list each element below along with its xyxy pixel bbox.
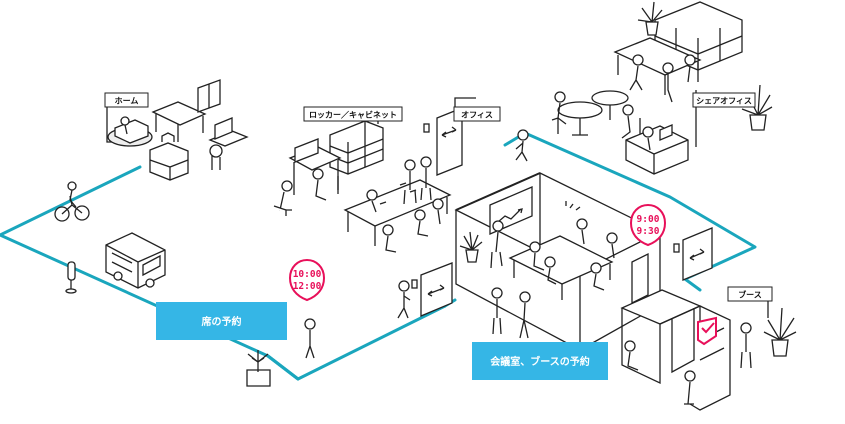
meeting-room: [454, 172, 662, 352]
svg-text:12:00: 12:00: [293, 281, 322, 292]
room-door-right: [673, 227, 713, 281]
home-area: [106, 79, 249, 181]
label-shared-office: シェアオフィス: [692, 92, 756, 108]
svg-text:10:00: 10:00: [293, 269, 322, 280]
svg-text:ホーム: ホーム: [115, 97, 139, 106]
svg-text:オフィス: オフィス: [461, 111, 493, 120]
label-booth: ブース: [727, 286, 773, 302]
lobby-area: [246, 262, 531, 387]
bus-figure: [105, 232, 166, 289]
booth-reserved-check-icon: [697, 316, 717, 346]
locker-area: [273, 112, 384, 216]
shared-office-area: [551, 1, 773, 175]
time-pin-meeting-room: 9:00 9:30: [629, 203, 667, 247]
label-locker: ロッカー／キャビネット: [303, 106, 403, 122]
svg-text:席の予約: 席の予約: [202, 315, 242, 328]
svg-text:ロッカー／キャビネット: ロッカー／キャビネット: [309, 110, 397, 120]
booth-area: [620, 289, 797, 411]
bus-stop-sign: [65, 261, 77, 294]
caption-room-booth-reservation: 会議室、ブースの予約: [472, 342, 608, 380]
label-office: オフィス: [453, 106, 501, 122]
svg-text:ブース: ブース: [738, 290, 762, 300]
caption-seat-reservation: 席の予約: [156, 302, 287, 340]
svg-text:会議室、ブースの予約: 会議室、ブースの予約: [490, 355, 590, 368]
svg-text:9:00: 9:00: [637, 214, 660, 225]
office-door: [423, 97, 476, 176]
walking-person: [515, 129, 529, 162]
label-home: ホーム: [104, 92, 149, 108]
open-meeting-table: [343, 156, 452, 253]
time-pin-seat: 10:00 12:00: [288, 258, 326, 302]
svg-text:9:30: 9:30: [637, 226, 660, 237]
cyclist-figure: [54, 181, 90, 222]
svg-text:シェアオフィス: シェアオフィス: [696, 97, 752, 106]
